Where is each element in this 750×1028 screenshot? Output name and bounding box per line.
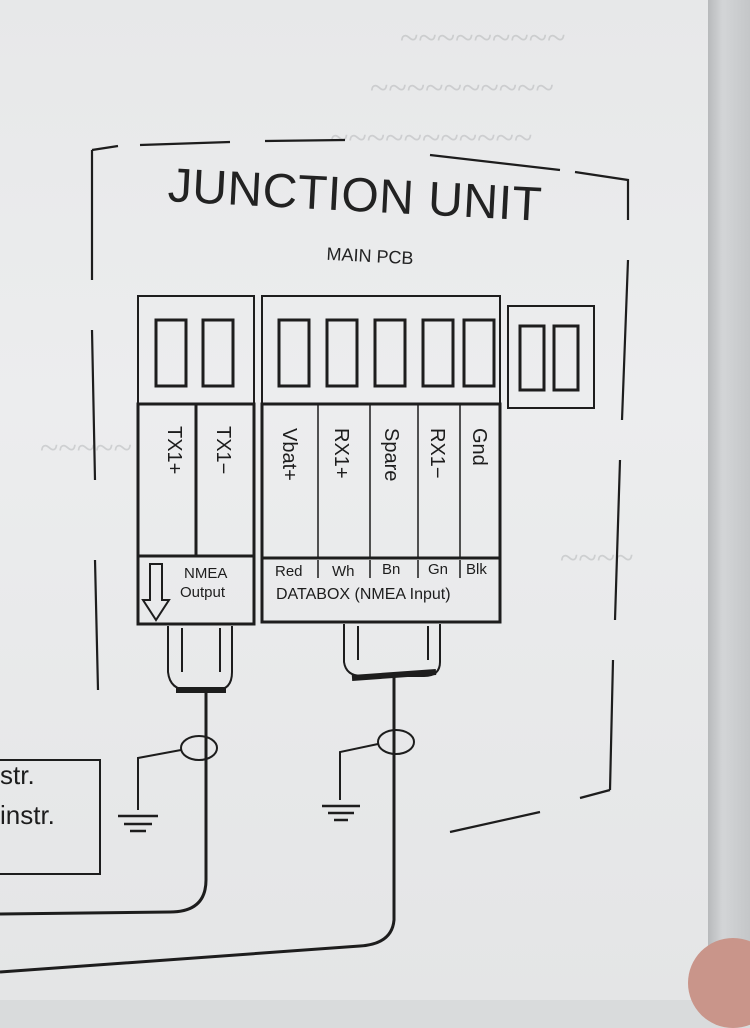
enclosure-outline [90,138,630,834]
terminal-label-gnd: Gnd [468,428,490,466]
wire-color-green: Gn [428,561,449,578]
wire-color-brown: Bn [382,561,401,578]
terminal-label-tx1-minus: TX1− [212,426,234,475]
page-edge [708,0,750,1000]
cables [0,676,396,974]
cable-gland-right [343,624,441,677]
databox-label: DATABOX (NMEA Input) [276,586,451,603]
terminal-label-spare: Spare [380,428,402,482]
arrow-down-icon [141,563,171,622]
shield-right [339,729,415,800]
terminal-label-rx1-minus: RX1− [426,428,448,479]
shield-left [137,735,218,810]
book-page [0,0,708,1000]
bleed-through-text: ~~~~~~~~~ [400,20,566,57]
bleed-through-text: ~~~~~ [40,430,132,467]
instrument-box [0,759,101,875]
ground-symbol-icon [322,804,360,822]
wire-color-white: Wh [332,563,355,580]
nmea-output-label-line1: NMEA [184,565,228,582]
wiring-diagram [0,138,630,974]
instrument-text-1: str. [0,760,35,790]
wire-color-red: Red [275,563,303,580]
bleed-through-text: ~~~~~~~~~~ [370,70,554,107]
cable-gland-left [167,626,233,691]
terminal-label-vbat-plus: Vbat+ [278,428,300,481]
nmea-output-label-line2: Output [180,584,226,601]
ground-symbol-icon [118,814,158,833]
instrument-text-2: instr. [0,800,55,830]
terminal-label-tx1-plus: TX1+ [163,426,185,475]
bleed-through-text: ~~~~~~~~~~~ [330,120,533,157]
cable-clamp-right [351,669,437,681]
wire-color-black: Blk [466,561,487,578]
bleed-through-text: ~~~~ [560,540,634,577]
connector-dividers [317,404,461,578]
terminal-label-rx1-plus: RX1+ [330,428,352,479]
terminal-boxes [154,318,580,392]
